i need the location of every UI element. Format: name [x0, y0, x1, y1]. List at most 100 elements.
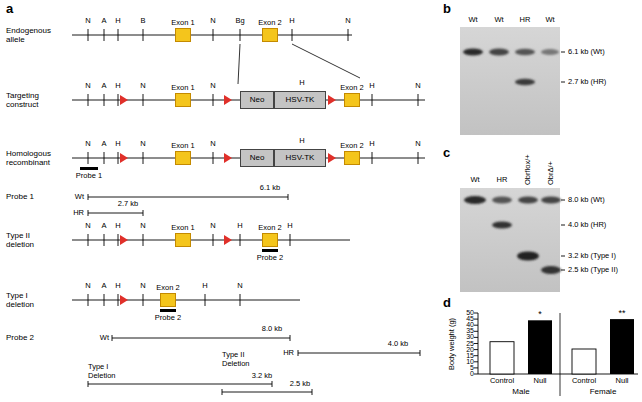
axis-tick-label: 35	[466, 327, 474, 335]
band-size-label: 8.0 kb (Wt)	[568, 196, 605, 205]
exon-box: Exon 1	[175, 93, 191, 107]
node-label: Exon 1	[171, 19, 194, 27]
restriction-site: A	[101, 17, 106, 26]
lane-label: ObrΔ/+	[547, 161, 556, 185]
axis-tick-label: 50	[466, 309, 474, 317]
node-label: HSV-TK	[286, 154, 315, 163]
fragment-size: 2.5 kb	[290, 380, 310, 389]
probe-bar	[80, 167, 98, 170]
restriction-site: N	[140, 82, 145, 91]
probe-bar	[160, 309, 176, 312]
axis-tick-label: 5	[470, 364, 474, 372]
axis-tick-label: 20	[466, 346, 474, 354]
axis-category: Null	[534, 377, 547, 386]
lane-label: Obrflox/+	[524, 154, 533, 185]
probe-label: Probe 2	[257, 254, 283, 263]
axis-category: Control	[490, 377, 514, 386]
exon-box: Exon 2	[160, 293, 176, 307]
southern-blot	[460, 27, 560, 135]
lane-label: HR	[520, 16, 531, 25]
node-label: Neo	[250, 96, 265, 105]
restriction-site: H	[237, 222, 242, 231]
allele-label: Targeting construct	[6, 91, 58, 109]
restriction-site: H	[202, 282, 207, 291]
restriction-site: N	[237, 282, 242, 291]
bar-control	[490, 342, 514, 374]
band-size-label: 6.1 kb (Wt)	[568, 48, 605, 57]
node-label: Exon 1	[171, 224, 194, 232]
fragment-size: 8.0 kb	[262, 325, 282, 334]
panel-letter: d	[443, 296, 451, 311]
axis-title: Body weight (g)	[448, 317, 457, 369]
homology-line	[238, 44, 360, 84]
southern-blot	[460, 188, 560, 292]
band-size-label: 3.2 kb (Type I)	[568, 252, 616, 261]
blot-band	[464, 196, 486, 204]
restriction-site: H	[287, 222, 292, 231]
allele-label: HR	[73, 209, 84, 218]
restriction-site: N	[345, 17, 350, 26]
restriction-site: H	[115, 282, 120, 291]
lane-label: Wt	[470, 176, 479, 185]
size-marker-dash	[561, 52, 565, 270]
allele-label: Endogenous allele	[6, 26, 58, 44]
blot-band	[517, 252, 539, 261]
axis-tick-label: 45	[466, 315, 474, 323]
node-label: HSV-TK	[286, 96, 315, 105]
node-label: Exon 2	[340, 84, 363, 92]
node-label: Exon 2	[258, 19, 281, 27]
allele-label: HR	[283, 349, 294, 358]
blot-band	[515, 49, 535, 55]
lane-label: Wt	[468, 16, 477, 25]
allele-label: Type II deletion	[6, 231, 44, 249]
exon-box: Exon 2	[344, 93, 360, 107]
allele-line	[72, 35, 425, 300]
node-label: Exon 2	[156, 284, 179, 292]
restriction-site: H	[115, 82, 120, 91]
axis-tick-label: 10	[466, 358, 474, 366]
lane-label: Wt	[494, 16, 503, 25]
allele-label: Type II Deletion	[222, 351, 262, 368]
allele-label: Wt	[75, 193, 84, 202]
restriction-site: N	[85, 222, 90, 231]
restriction-site: A	[101, 282, 106, 291]
exon-box: Exon 2	[262, 28, 278, 42]
allele-label: Wt	[100, 334, 109, 343]
bar-null	[610, 319, 634, 374]
restriction-site: N	[85, 17, 90, 26]
node-label: Exon 1	[171, 84, 194, 92]
node-label: Neo	[250, 154, 265, 163]
restriction-site: N	[85, 140, 90, 149]
lane-label: Wt	[545, 16, 554, 25]
probe-label: Probe 2	[6, 333, 34, 342]
cassette-box: HSV-TK	[274, 149, 326, 167]
cassette-box: HSV-TK	[274, 91, 326, 109]
restriction-site: N	[140, 222, 145, 231]
node-label: Exon 2	[340, 142, 363, 150]
band-size-label: 4.0 kb (HR)	[568, 221, 606, 230]
blot-band	[541, 49, 559, 55]
exon-box: Exon 2	[262, 233, 278, 247]
restriction-site: H	[369, 140, 374, 149]
restriction-site: Bg	[235, 17, 244, 26]
fragment-line	[88, 194, 420, 395]
restriction-site: H	[115, 17, 120, 26]
axis-tick-label: 30	[466, 333, 474, 341]
fragment-size: 3.2 kb	[252, 372, 272, 381]
panel-letter: c	[443, 146, 450, 161]
node-label: Exon 2	[258, 224, 281, 232]
axis-tick-label: 25	[466, 339, 474, 347]
blot-band	[518, 197, 538, 204]
significance-mark: *	[538, 309, 542, 319]
exon-box: Exon 1	[175, 28, 191, 42]
axis-category: Control	[572, 377, 596, 386]
allele-label: Homologous recombinant	[6, 149, 58, 167]
restriction-site: H	[115, 140, 120, 149]
exon-box: Exon 1	[175, 233, 191, 247]
panel-letter: a	[6, 2, 13, 17]
axis-tick-label: 15	[466, 352, 474, 360]
band-size-label: 2.5 kb (Type II)	[568, 266, 618, 275]
restriction-site: A	[101, 222, 106, 231]
cassette-box: Neo	[240, 149, 274, 167]
